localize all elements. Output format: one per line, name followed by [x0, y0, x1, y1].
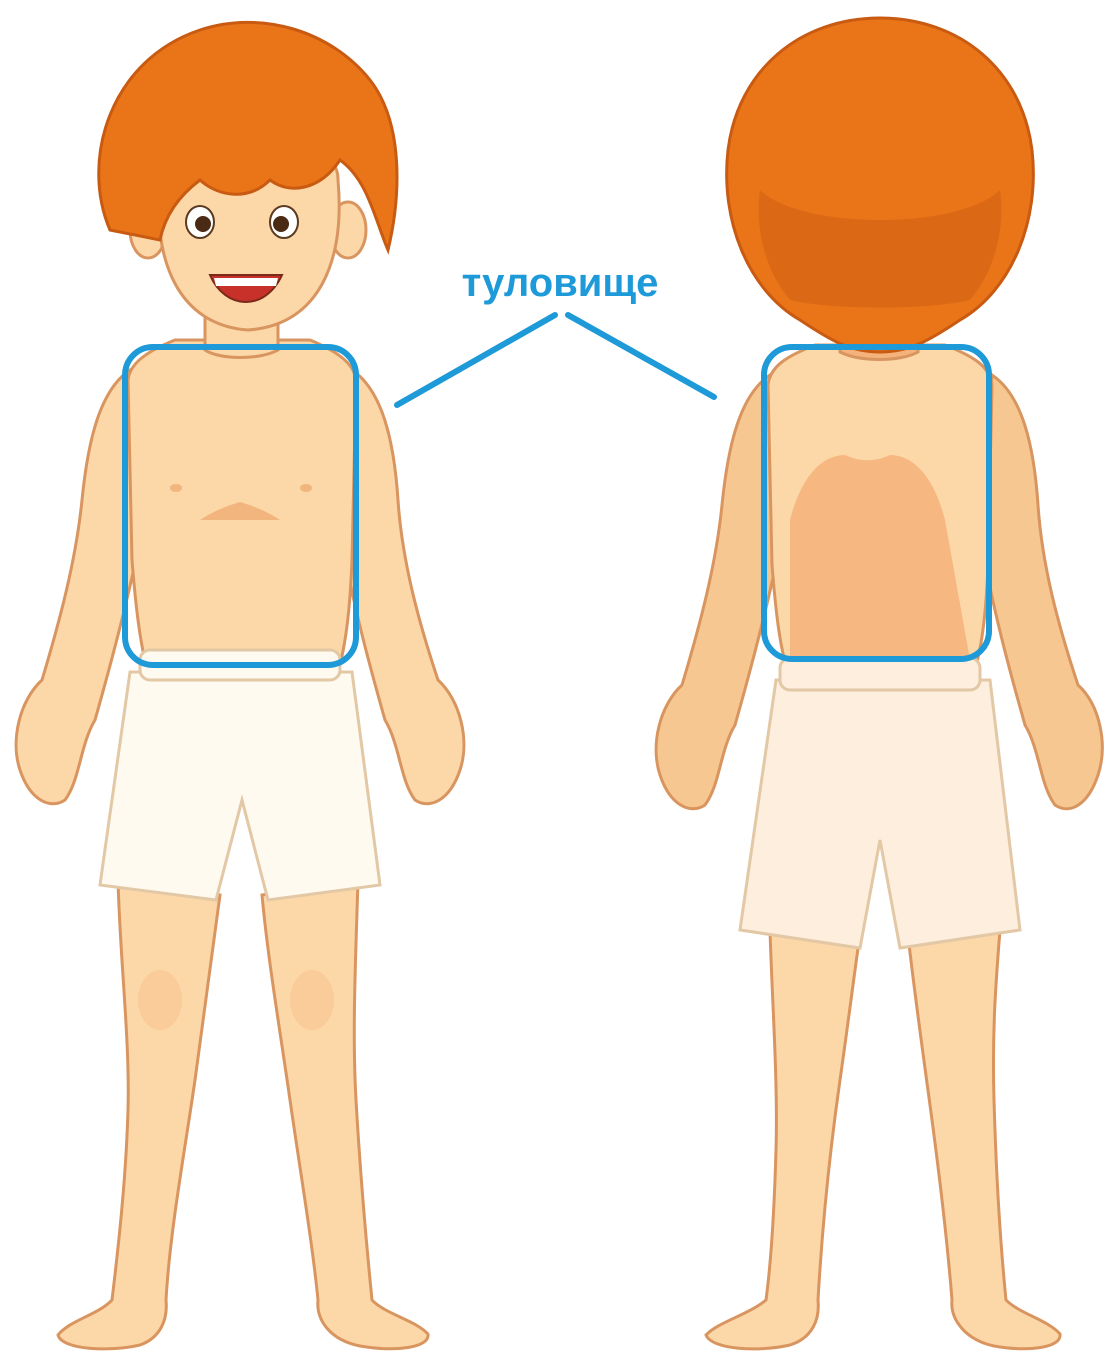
leader-line-front — [397, 315, 555, 405]
leader-line-back — [568, 315, 714, 397]
boy-front-view — [16, 22, 464, 1349]
front-torso — [128, 340, 356, 665]
front-legs — [58, 880, 428, 1349]
back-legs — [706, 930, 1060, 1349]
front-head — [99, 22, 397, 330]
back-shorts — [740, 658, 1020, 948]
torso-annotation: туловище — [397, 261, 714, 405]
torso-label: туловище — [462, 261, 659, 305]
boy-back-view — [656, 18, 1102, 1349]
front-shorts — [100, 650, 380, 900]
